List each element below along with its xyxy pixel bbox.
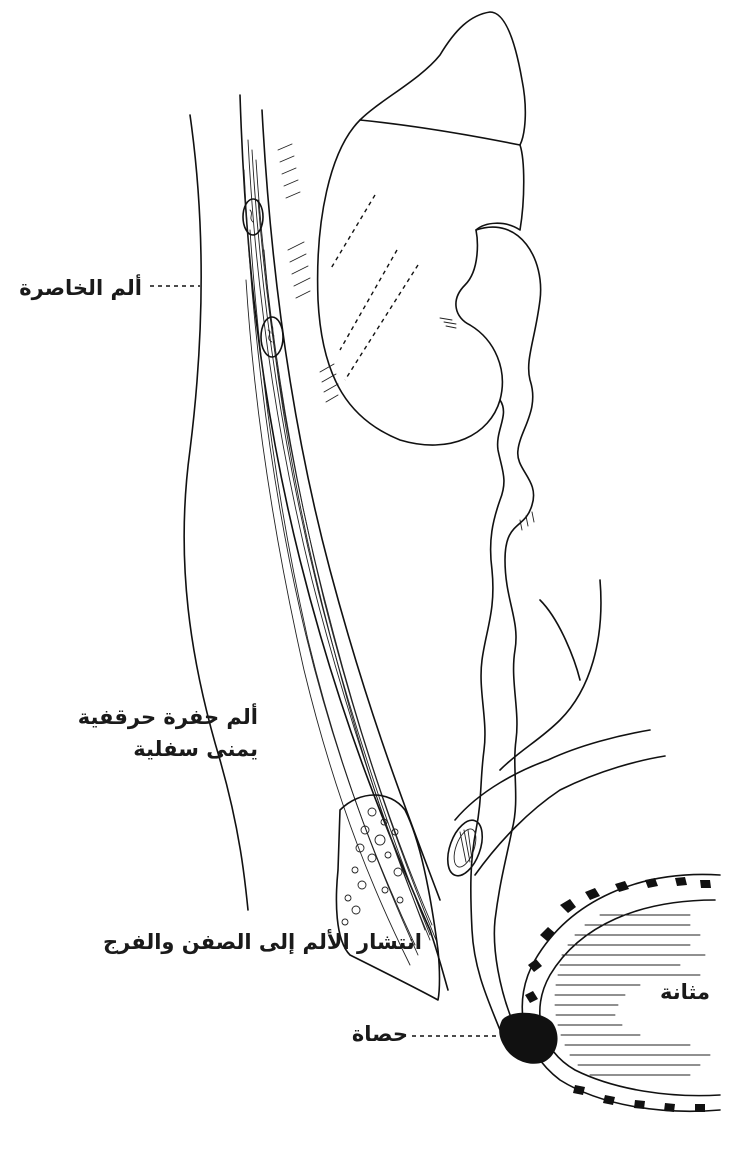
radiating-pain-label: انتشار الألم إلى الصفن والفرج [103,930,422,954]
body-wall-contour [183,114,249,911]
adrenal-gland [359,11,527,146]
kidney-calyx-dashes [329,194,419,381]
kidney [316,119,525,446]
ureter [470,226,542,1031]
stone-label: حصاة [351,1022,408,1046]
iliac-pain-label-line2: يمنى سفلية [133,737,258,761]
iliac-pain-label-line1: ألم حفرة حرقفية [77,705,258,729]
peritoneal-line-2 [499,579,602,771]
peritoneal-line [539,599,581,681]
flank-pain-label: ألم الخاصرة [19,276,142,300]
bladder-label: مثانة [659,980,711,1004]
ganglion-nodes [242,198,284,358]
nerve-fiber-bundle [239,94,535,991]
stone [499,1012,558,1064]
pelvic-tissue [335,794,441,1001]
iliac-vessel [446,729,666,877]
